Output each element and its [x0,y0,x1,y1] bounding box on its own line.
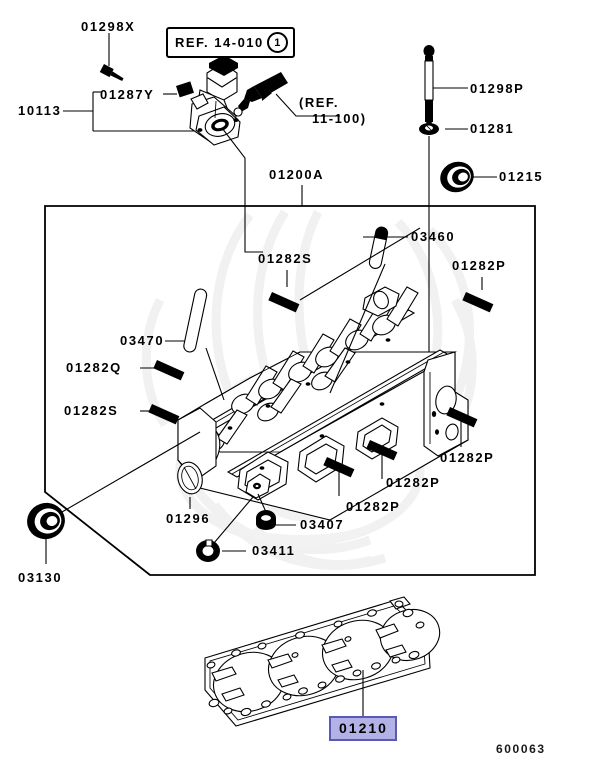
label-01282p-bottom[interactable]: 01282P [346,499,401,514]
label-01215[interactable]: 01215 [499,169,544,184]
part-01282s-lower [140,404,180,425]
part-01215-seal [440,161,497,193]
part-01282p-bottom [323,457,355,496]
part-03470-stud [165,288,225,401]
label-03407[interactable]: 03407 [300,517,345,532]
water-outlet-housing [189,55,241,146]
part-03407-seal [256,493,296,530]
label-01282s-top[interactable]: 01282S [258,251,313,266]
ref-box-circle-number: 1 [266,32,288,53]
label-01282q[interactable]: 01282Q [66,360,122,375]
part-01296-cap [177,461,203,509]
ref-note-line1: (REF. [299,95,339,110]
label-10113[interactable]: 10113 [18,103,62,118]
label-03130[interactable]: 03130 [18,570,63,585]
main-frame [44,205,536,576]
sealant-tube-icon [233,72,340,117]
leader-housing-to-frame [221,127,263,253]
part-01287y-ring [163,81,194,98]
part-03130-oilseal [27,431,201,564]
label-01282p-topright[interactable]: 01282P [452,258,507,273]
part-01298p-bolt [423,45,468,127]
part-01298x-bolt [99,33,124,82]
label-03470[interactable]: 03470 [120,333,165,348]
label-01298x[interactable]: 01298X [81,19,136,34]
ref-box-text: REF. 14-010 [175,35,264,50]
part-01282s-top [268,227,421,313]
label-01210-highlighted[interactable]: 01210 [329,716,397,742]
part-01282p-right-upper [446,407,478,447]
part-01282p-center [366,440,398,479]
cylinder-head-assembly [177,286,469,521]
label-01200a[interactable]: 01200A [269,167,325,182]
label-01282p-right[interactable]: 01282P [440,450,495,465]
group-bracket-10113 [63,91,200,132]
label-01282p-center[interactable]: 01282P [386,475,441,490]
label-01282s-lower[interactable]: 01282S [64,403,119,418]
ref-note-11-100: (REF. 11-100) [299,95,367,128]
part-03411-retainer [196,496,254,562]
label-01281[interactable]: 01281 [470,121,515,136]
ref-box[interactable]: REF. 14-010 1 [166,27,295,58]
part-01282p-topright [462,277,494,313]
part-03460-stud [329,226,408,394]
part-01282q [140,360,185,381]
diagram-number: 600063 [496,742,546,756]
label-03460[interactable]: 03460 [411,229,456,244]
label-01298p[interactable]: 01298P [470,81,525,96]
label-01296[interactable]: 01296 [166,511,211,526]
label-01287y[interactable]: 01287Y [100,87,155,102]
label-03411[interactable]: 03411 [252,543,296,558]
ref-note-line2: 11-100) [312,111,367,127]
head-gasket-01210 [204,596,441,727]
part-01281-washer [419,123,468,135]
